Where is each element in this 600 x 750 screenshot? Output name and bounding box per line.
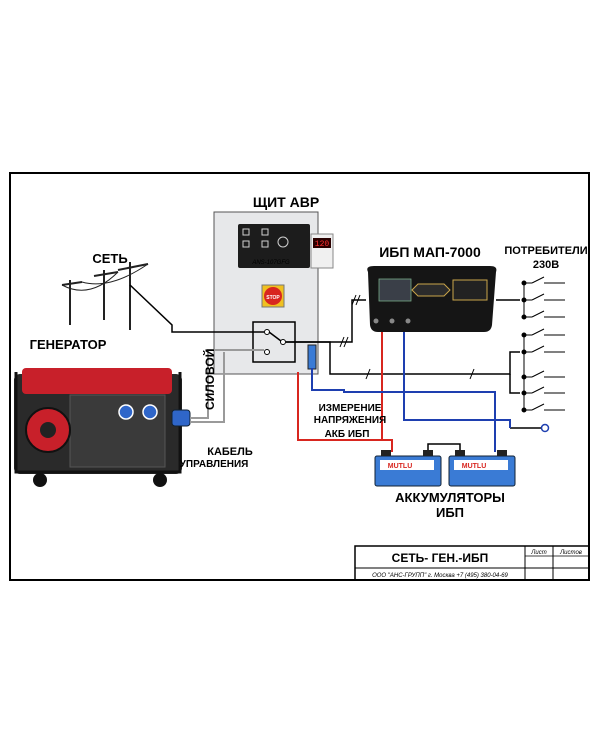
drawing-frame	[9, 172, 590, 581]
voltage-display: 120	[315, 240, 330, 249]
batteries-label-line1: АККУМУЛЯТОРЫ	[395, 490, 505, 505]
stop-button[interactable]	[264, 287, 282, 305]
consumers-label-line1: ПОТРЕБИТЕЛИ	[504, 245, 587, 257]
title-block	[354, 545, 590, 581]
measure-label-line2: НАПРЯЖЕНИЯ	[314, 415, 386, 426]
battery-brand-left: MUTLU	[388, 463, 413, 470]
consumer-breakers-lower	[521, 328, 565, 413]
battery-right: MUTLU	[448, 450, 516, 487]
avr-panel: ANS-107GFG 120 STOP	[213, 211, 334, 375]
control-cable-label-line1: КАБЕЛЬ	[207, 446, 253, 458]
avr-controller	[238, 224, 310, 268]
power-cable-label: СИЛОВОЙ	[202, 349, 217, 410]
power-line-pylons	[61, 262, 149, 330]
shield-label: ЩИТ АВР	[253, 194, 319, 210]
ups-unit	[367, 266, 497, 332]
battery-brand-right: MUTLU	[462, 463, 487, 470]
generator-label: ГЕНЕРАТОР	[30, 337, 107, 352]
company-info: ООО "АНС-ГРУПП" г. Москва +7 (495) 380-0…	[372, 573, 508, 579]
avr-model-text: ANS-107GFG	[251, 260, 290, 266]
ups-label: ИБП МАП-7000	[379, 244, 481, 260]
control-cable-label-line2: УПРАВЛЕНИЯ	[180, 459, 249, 470]
consumers-label-line2: 230В	[533, 259, 559, 271]
sheets-label: Листов	[559, 550, 582, 556]
battery-left: MUTLU	[374, 450, 442, 487]
grey-wiring	[190, 349, 264, 423]
network-label: СЕТЬ	[92, 251, 127, 266]
generator-plug	[171, 409, 191, 427]
sheet-label: Лист	[530, 550, 546, 556]
stop-label: STOP	[266, 295, 280, 301]
battery-link	[427, 443, 461, 450]
drawing-title: СЕТЬ- ГЕН.-ИБП	[392, 551, 489, 565]
consumer-breakers-upper	[521, 276, 565, 320]
akb-label: АКБ ИБП	[325, 429, 370, 440]
blue-wiring	[311, 332, 511, 452]
measure-label-line1: ИЗМЕРЕНИЕ	[319, 403, 382, 414]
generator	[14, 368, 182, 487]
red-wiring	[297, 332, 393, 452]
batteries-label-line2: ИБП	[436, 505, 464, 520]
cable-marks	[339, 294, 475, 380]
voltage-sensor	[307, 344, 317, 370]
neutral-terminal	[540, 423, 550, 433]
